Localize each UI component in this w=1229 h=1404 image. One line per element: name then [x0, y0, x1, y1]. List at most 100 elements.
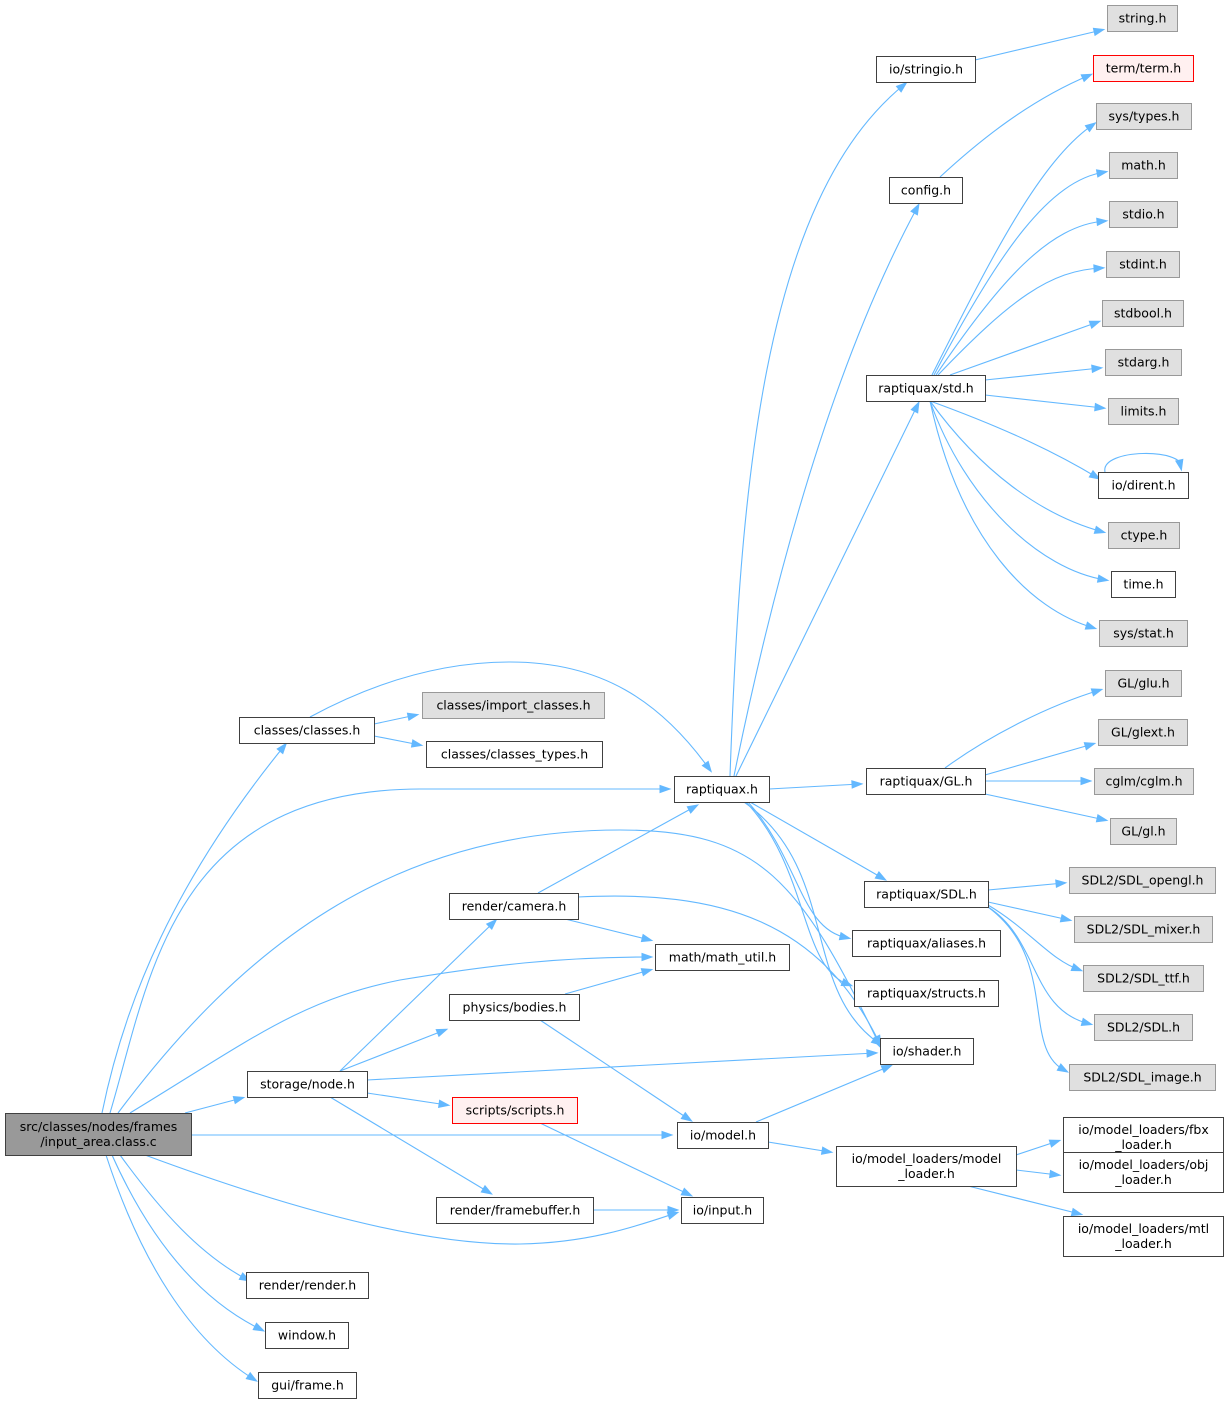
- edge-line: [939, 74, 1091, 178]
- node-label: io/shader.h: [893, 1044, 962, 1059]
- nodes-layer: src/classes/nodes/frames/input_area.clas…: [5, 5, 1224, 1399]
- node-label: render/camera.h: [462, 899, 567, 914]
- node-rapt[interactable]: raptiquax.h: [674, 776, 770, 803]
- edge-root-to-model: [192, 1130, 674, 1140]
- node-cglm: cglm/cglm.h: [1094, 768, 1194, 795]
- edge-line: [537, 805, 697, 894]
- edge-bodies-to-model: [539, 1019, 693, 1122]
- node-ctypes[interactable]: classes/classes_types.h: [426, 741, 603, 768]
- node-label: stdint.h: [1119, 257, 1167, 272]
- node-sdlgl: SDL2/SDL_opengl.h: [1069, 867, 1216, 894]
- edge-std-to-systypes: [931, 121, 1097, 376]
- node-config[interactable]: config.h: [889, 177, 963, 204]
- node-box: [436, 1197, 594, 1224]
- node-model[interactable]: io/model.h: [677, 1122, 769, 1149]
- edge-arrowhead: [1095, 169, 1109, 178]
- edge-node-to-shader: [366, 1049, 879, 1081]
- node-root[interactable]: src/classes/nodes/frames/input_area.clas…: [5, 1113, 192, 1156]
- node-sdlttf: SDL2/SDL_ttf.h: [1083, 965, 1204, 992]
- edge-arrowhead: [667, 1205, 680, 1215]
- node-node[interactable]: storage/node.h: [247, 1071, 368, 1098]
- edge-camera-to-mathutil: [564, 918, 654, 943]
- node-bodies[interactable]: physics/bodies.h: [449, 994, 580, 1021]
- edge-scripts-to-input: [539, 1122, 694, 1197]
- node-box: [1105, 670, 1182, 697]
- node-imp: classes/import_classes.h: [422, 692, 605, 719]
- node-obj[interactable]: io/model_loaders/obj_loader.h: [1063, 1152, 1224, 1193]
- edge-rapt-to-config: [733, 202, 920, 777]
- node-label: io/model_loaders/model: [852, 1151, 1002, 1166]
- edge-arrowhead: [1094, 402, 1107, 412]
- node-label: stdarg.h: [1118, 355, 1170, 370]
- edge-line: [184, 1097, 243, 1114]
- node-box: [1069, 1064, 1216, 1091]
- node-label: SDL2/SDL_mixer.h: [1087, 922, 1201, 937]
- node-time[interactable]: time.h: [1111, 571, 1176, 598]
- node-mtl[interactable]: io/model_loaders/mtl_loader.h: [1063, 1216, 1224, 1257]
- node-input[interactable]: io/input.h: [681, 1197, 764, 1224]
- edge-arrowhead: [1088, 320, 1102, 329]
- node-render[interactable]: render/render.h: [246, 1272, 369, 1299]
- node-stringio[interactable]: io/stringio.h: [876, 56, 976, 83]
- node-shader[interactable]: io/shader.h: [880, 1038, 974, 1065]
- edge-arrowhead: [1096, 217, 1109, 227]
- node-fbx[interactable]: io/model_loaders/fbx_loader.h: [1063, 1117, 1224, 1158]
- node-label: io/model_loaders/obj: [1079, 1157, 1209, 1172]
- node-label: storage/node.h: [260, 1077, 355, 1092]
- node-term[interactable]: term/term.h: [1093, 55, 1194, 82]
- edge-arrowhead: [1055, 879, 1068, 889]
- node-box: [1069, 867, 1216, 894]
- node-structs[interactable]: raptiquax/structs.h: [854, 980, 999, 1007]
- node-mathutil[interactable]: math/math_util.h: [655, 944, 790, 971]
- node-fb[interactable]: render/framebuffer.h: [436, 1197, 594, 1224]
- edge-arrowhead: [1175, 458, 1184, 472]
- edge-rgl-to-gl: [984, 793, 1109, 823]
- node-box: [239, 717, 375, 744]
- edge-rapt-to-rgl: [768, 780, 864, 790]
- edge-camera-to-rapt: [537, 804, 700, 894]
- edge-config-to-term: [939, 73, 1094, 178]
- edge-std-to-ctype: [929, 400, 1107, 534]
- node-frame[interactable]: gui/frame.h: [258, 1372, 357, 1399]
- node-scripts[interactable]: scripts/scripts.h: [452, 1097, 578, 1124]
- edge-rgl-to-cglm: [985, 776, 1093, 786]
- node-box: [1096, 103, 1192, 130]
- node-label: classes/classes.h: [254, 723, 361, 738]
- edge-arrowhead: [1083, 742, 1097, 751]
- node-classes[interactable]: classes/classes.h: [239, 717, 375, 744]
- node-dirent[interactable]: io/dirent.h: [1098, 472, 1189, 499]
- edge-arrowhead: [680, 1187, 694, 1197]
- edge-line: [735, 403, 919, 777]
- edge-arrowhead: [895, 81, 908, 93]
- node-std[interactable]: raptiquax/std.h: [866, 375, 986, 402]
- node-stdint: stdint.h: [1106, 251, 1180, 278]
- edge-line: [749, 801, 885, 880]
- node-label: SDL2/SDL.h: [1107, 1020, 1180, 1035]
- edge-line: [564, 918, 651, 941]
- edge-classes-to-ctypes: [373, 735, 424, 748]
- node-label: raptiquax/GL.h: [880, 774, 973, 789]
- edge-ml-to-fbx: [1015, 1139, 1062, 1156]
- node-math: math.h: [1109, 152, 1178, 179]
- node-rsdl[interactable]: raptiquax/SDL.h: [864, 881, 989, 908]
- node-rgl[interactable]: raptiquax/GL.h: [866, 768, 986, 795]
- edge-arrowhead: [910, 400, 920, 414]
- node-aliases[interactable]: raptiquax/aliases.h: [852, 930, 1001, 957]
- edge-line: [929, 400, 1107, 581]
- edge-line: [119, 1154, 249, 1281]
- node-window[interactable]: window.h: [265, 1322, 349, 1349]
- edge-arrowhead: [1091, 364, 1104, 374]
- node-camera[interactable]: render/camera.h: [449, 893, 579, 920]
- node-ml[interactable]: io/model_loaders/model_loader.h: [836, 1146, 1017, 1187]
- edge-line: [767, 1141, 831, 1153]
- edge-line: [539, 1122, 691, 1196]
- node-label: config.h: [901, 183, 951, 198]
- edge-std-to-limits: [984, 394, 1107, 412]
- node-box: [864, 881, 989, 908]
- edge-node-to-camera: [339, 918, 498, 1072]
- edge-arrowhead: [438, 1099, 451, 1109]
- edge-ml-to-mtl: [967, 1185, 1084, 1217]
- edge-arrowhead: [1093, 525, 1107, 534]
- node-label: stdbool.h: [1114, 306, 1172, 321]
- edge-arrowhead: [1049, 1169, 1062, 1179]
